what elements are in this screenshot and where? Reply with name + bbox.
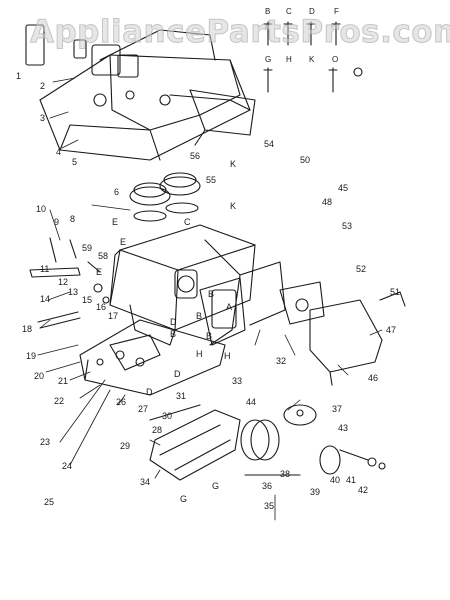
part-callout-19: 19 [26, 351, 37, 361]
top-housing-assembly [25, 24, 256, 161]
key-letter-f: F [334, 7, 339, 16]
key-letter-b: B [265, 7, 271, 16]
part-callout-27: 27 [138, 404, 149, 414]
part-callout-45: 45 [338, 183, 349, 193]
part-callout-10: 10 [36, 204, 47, 214]
part-callout-55: 55 [206, 175, 217, 185]
assembly-letter-c: C [184, 217, 191, 227]
part-callout-4: 4 [56, 147, 62, 157]
part-callout-54: 54 [264, 139, 275, 149]
assembly-letter-g: G [180, 494, 188, 504]
right-cover-panel [279, 281, 406, 386]
part-callout-11: 11 [40, 264, 50, 274]
part-callout-30: 30 [162, 411, 173, 421]
part-callout-46: 46 [368, 373, 379, 383]
part-callout-17: 17 [108, 311, 119, 321]
part-callout-18: 18 [22, 324, 33, 334]
assembly-letter-d: D [174, 369, 181, 379]
assembly-letter-b: B [208, 289, 215, 299]
part-callout-13: 13 [68, 287, 79, 297]
assembly-letter-d: D [146, 387, 153, 397]
key-letter-o: O [332, 55, 339, 64]
part-callout-20: 20 [34, 371, 45, 381]
part-callout-25: 25 [44, 497, 55, 507]
part-callout-1: 1 [16, 71, 22, 81]
part-callout-23: 23 [40, 437, 51, 447]
gear-assembly [129, 172, 201, 222]
part-callout-38: 38 [280, 469, 291, 479]
key-letter-h: H [286, 55, 292, 64]
leader-lines [37, 77, 383, 521]
part-callout-44: 44 [246, 397, 257, 407]
assembly-letter-e: E [120, 237, 127, 247]
part-callout-39: 39 [310, 487, 321, 497]
part-callout-31: 31 [176, 391, 187, 401]
assembly-letter-b: B [170, 329, 177, 339]
part-callout-26: 26 [116, 397, 127, 407]
assembly-letter-e: E [112, 217, 119, 227]
part-callout-3: 3 [40, 113, 46, 123]
assembly-letter-k: K [230, 201, 237, 211]
bottom-housing [149, 404, 241, 481]
assembly-letter-d: D [170, 317, 177, 327]
part-callout-43: 43 [338, 423, 349, 433]
part-callout-41: 41 [346, 475, 357, 485]
assembly-letter-h: H [224, 351, 231, 361]
part-callout-29: 29 [120, 441, 131, 451]
part-callout-40: 40 [330, 475, 341, 485]
part-callout-52: 52 [356, 264, 367, 274]
part-callout-22: 22 [54, 396, 65, 406]
screw-key-column [263, 21, 363, 93]
bottom-pulley-assembly [240, 404, 386, 476]
key-letter-c: C [286, 7, 292, 16]
part-callout-35: 35 [264, 501, 275, 511]
key-letter-k: K [309, 55, 315, 64]
part-callout-32: 32 [276, 356, 287, 366]
assembly-letter-k: K [230, 159, 237, 169]
part-callout-5: 5 [72, 157, 78, 167]
part-callout-56: 56 [190, 151, 201, 161]
part-callout-8: 8 [70, 214, 76, 224]
part-callout-48: 48 [322, 197, 333, 207]
part-callout-2: 2 [40, 81, 46, 91]
part-callout-34: 34 [140, 477, 151, 487]
part-callout-24: 24 [62, 461, 73, 471]
part-callout-36: 36 [262, 481, 273, 491]
part-callout-15: 15 [82, 295, 93, 305]
key-letter-d: D [309, 7, 315, 16]
part-callout-9: 9 [54, 217, 60, 227]
base-plate [79, 319, 226, 396]
part-callout-6: 6 [114, 187, 120, 197]
part-callout-16: 16 [96, 302, 107, 312]
main-body-casting [109, 224, 286, 346]
assembly-letter-b: B [206, 331, 213, 341]
left-components [29, 237, 110, 329]
part-callout-33: 33 [232, 376, 243, 386]
part-callout-47: 47 [386, 325, 397, 335]
part-callout-58: 58 [98, 251, 109, 261]
part-callout-51: 51 [390, 287, 401, 297]
assembly-letter-b: B [196, 311, 203, 321]
key-letter-g: G [265, 55, 272, 64]
part-callout-28: 28 [152, 425, 163, 435]
part-callout-37: 37 [332, 404, 343, 414]
part-callout-59: 59 [82, 243, 93, 253]
part-callout-12: 12 [58, 277, 69, 287]
part-callout-53: 53 [342, 221, 353, 231]
part-callout-14: 14 [40, 294, 51, 304]
part-callout-50: 50 [300, 155, 311, 165]
assembly-letter-a: A [226, 302, 233, 312]
assembly-letter-h: H [196, 349, 203, 359]
assembly-letter-g: G [212, 481, 220, 491]
part-callout-21: 21 [58, 376, 69, 386]
part-callout-42: 42 [358, 485, 369, 495]
assembly-letter-e: E [96, 267, 103, 277]
